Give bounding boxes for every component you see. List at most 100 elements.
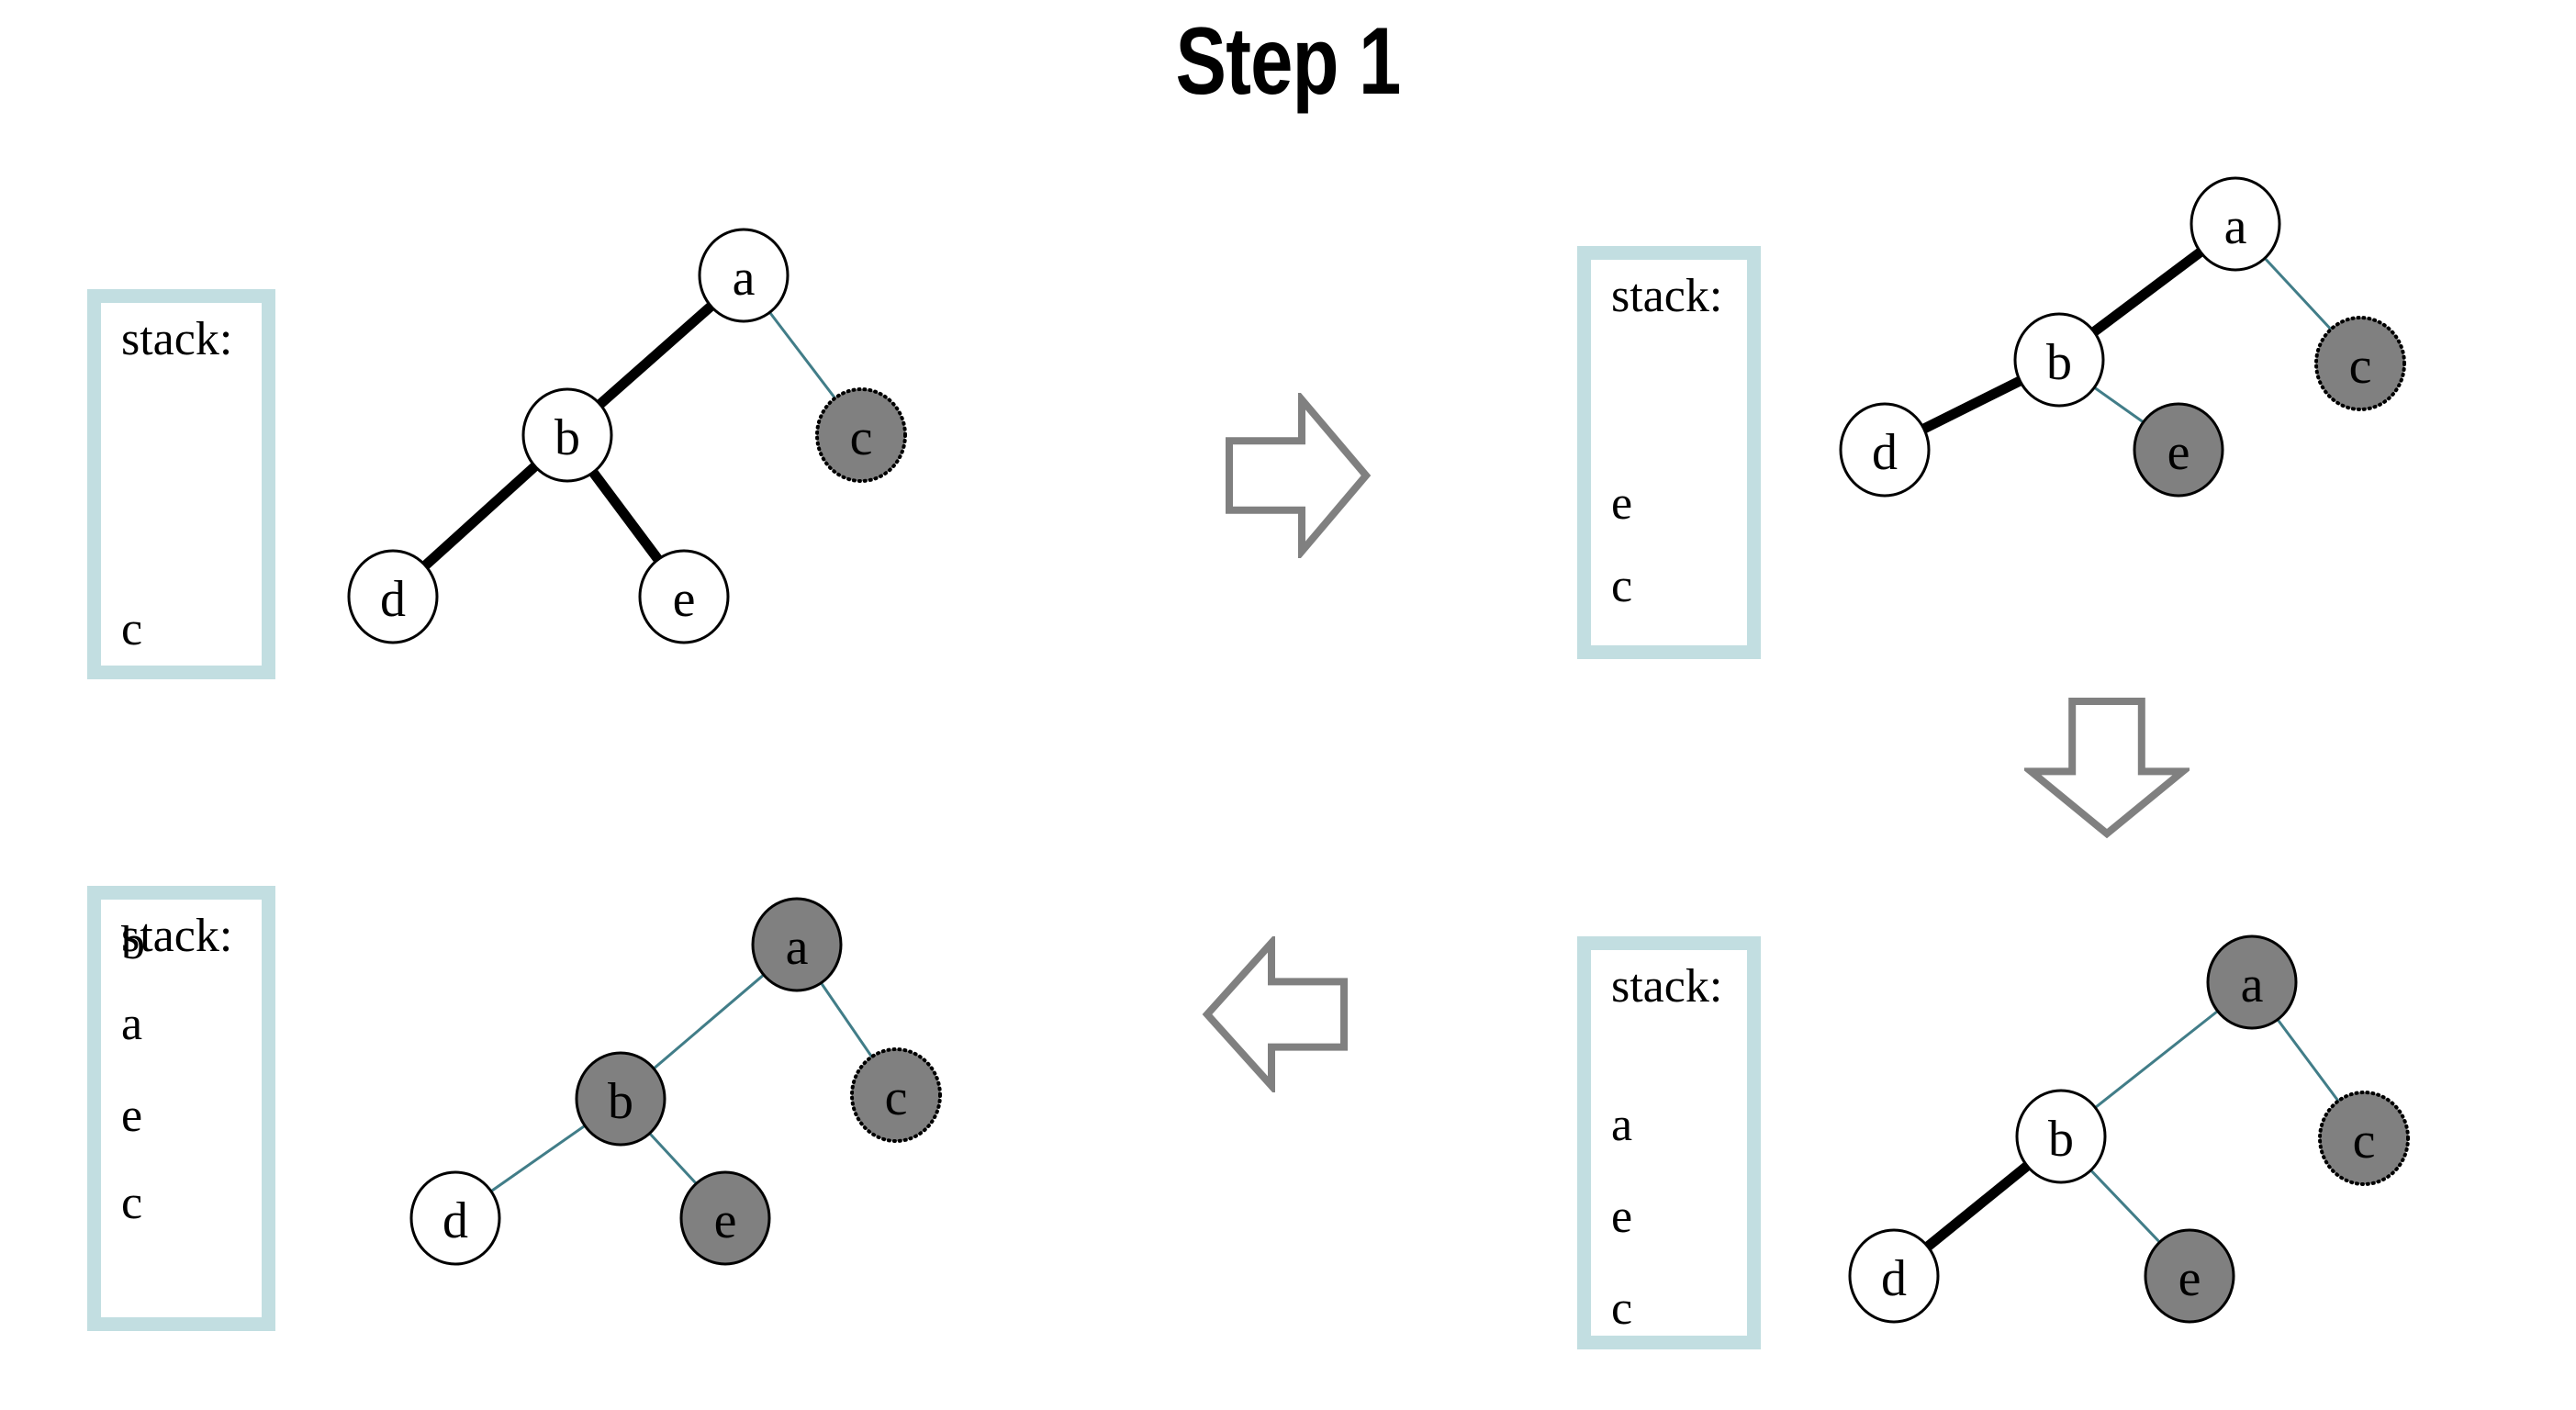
node-label-a: a — [786, 919, 809, 976]
node-shape-a — [2190, 176, 2281, 272]
tree-edge-b-d — [1924, 1161, 2031, 1251]
tree-node-e: e — [638, 549, 730, 644]
node-label-b: b — [2046, 334, 2072, 391]
stack-label-top-left: stack: — [121, 313, 233, 365]
stack-box-top-left: stack: c — [87, 289, 275, 679]
node-shape-e — [2133, 402, 2224, 498]
tree-edge-a-b — [596, 302, 715, 408]
stack-label-top-right: stack: — [1611, 270, 1723, 322]
tree-node-a: a — [751, 897, 843, 992]
tree-edge-a-b — [653, 973, 765, 1070]
tree-node-a: a — [2206, 934, 2298, 1030]
tree-node-b: b — [575, 1051, 666, 1147]
node-label-b: b — [554, 409, 580, 466]
arrow-right-top-shape — [1226, 393, 1372, 558]
tree-node-b: b — [2013, 312, 2105, 408]
page-title: Step 1 — [1175, 8, 1402, 115]
tree-node-e: e — [679, 1170, 771, 1266]
stack-item-bottom-left-3: c — [121, 1177, 143, 1229]
tree-edge-b-d — [490, 1125, 586, 1192]
stack-label-bottom-left: stack: — [121, 910, 233, 962]
node-label-a: a — [2224, 198, 2247, 255]
tree-node-c: c — [2318, 1091, 2410, 1186]
tree-node-b: b — [521, 387, 613, 483]
node-label-e: e — [2178, 1250, 2201, 1307]
tree-node-a: a — [2190, 176, 2281, 272]
tree-node-c: c — [815, 387, 907, 483]
node-shape-b — [575, 1051, 666, 1147]
tree-bottom-right: a b c d e — [1813, 918, 2474, 1349]
node-label-c: c — [885, 1069, 908, 1126]
node-shape-b — [521, 387, 613, 483]
tree-node-d: d — [347, 549, 439, 644]
node-shape-e — [2144, 1228, 2235, 1324]
node-label-d: d — [380, 571, 406, 628]
stack-item-bottom-right-3: c — [1611, 1282, 1633, 1335]
node-label-d: d — [1881, 1250, 1907, 1307]
node-shape-c — [2314, 316, 2406, 411]
node-shape-a — [2206, 934, 2298, 1030]
stack-item-bottom-left-2: e — [121, 1090, 143, 1142]
node-label-a: a — [2241, 957, 2264, 1013]
tree-node-d: d — [1848, 1228, 1940, 1324]
node-label-e: e — [714, 1192, 737, 1249]
node-shape-a — [751, 897, 843, 992]
arrow-down-right — [2024, 698, 2190, 840]
tree-node-e: e — [2144, 1228, 2235, 1324]
node-label-d: d — [442, 1192, 468, 1249]
node-shape-b — [2013, 312, 2105, 408]
node-shape-a — [698, 228, 790, 323]
node-shape-e — [638, 549, 730, 644]
node-shape-c — [815, 387, 907, 483]
stack-item-bottom-left-0: b — [121, 917, 145, 969]
node-shape-e — [679, 1170, 771, 1266]
stack-item-bottom-right-1: a — [1611, 1099, 1633, 1151]
tree-edge-b-d — [421, 462, 539, 570]
stack-item-bottom-right-2: e — [1611, 1191, 1633, 1243]
stack-item-top-left-2: c — [121, 603, 143, 655]
tree-node-b: b — [2015, 1089, 2107, 1184]
stack-item-bottom-left-1: a — [121, 998, 143, 1050]
node-label-c: c — [2353, 1113, 2376, 1169]
tree-edge-a-c — [768, 311, 836, 399]
node-label-b: b — [2048, 1111, 2074, 1168]
node-label-c: c — [2349, 338, 2372, 395]
node-shape-d — [1848, 1228, 1940, 1324]
tree-edge-a-c — [2276, 1018, 2340, 1102]
tree-edge-b-e — [648, 1132, 698, 1185]
tree-edge-a-b — [2090, 248, 2204, 336]
node-shape-d — [1839, 402, 1931, 498]
tree-edge-a-c — [2263, 257, 2333, 330]
arrow-right-top — [1226, 393, 1372, 558]
tree-node-a: a — [698, 228, 790, 323]
stack-label-bottom-right: stack: — [1611, 960, 1723, 1013]
node-label-a: a — [733, 250, 756, 307]
tree-edge-a-b — [2094, 1010, 2219, 1109]
tree-node-d: d — [409, 1170, 501, 1266]
tree-top-left: a b c d e — [321, 174, 964, 661]
arrow-down-right-shape — [2024, 698, 2190, 839]
node-label-e: e — [673, 571, 696, 628]
node-shape-c — [2318, 1091, 2410, 1186]
node-shape-c — [850, 1047, 942, 1143]
node-shape-d — [347, 549, 439, 644]
tree-top-right: a b c d e — [1813, 147, 2474, 551]
node-shape-d — [409, 1170, 501, 1266]
tree-edge-b-d — [1921, 375, 2022, 434]
tree-bottom-left: a b c d e — [358, 886, 1019, 1317]
tree-node-e: e — [2133, 402, 2224, 498]
node-label-b: b — [608, 1073, 633, 1130]
stack-item-top-right-1: e — [1611, 477, 1633, 530]
node-shape-b — [2015, 1089, 2107, 1184]
stack-rows-top-left: stack: c — [101, 303, 262, 666]
tree-node-d: d — [1839, 402, 1931, 498]
node-label-d: d — [1872, 424, 1898, 481]
tree-edge-b-e — [588, 469, 663, 563]
